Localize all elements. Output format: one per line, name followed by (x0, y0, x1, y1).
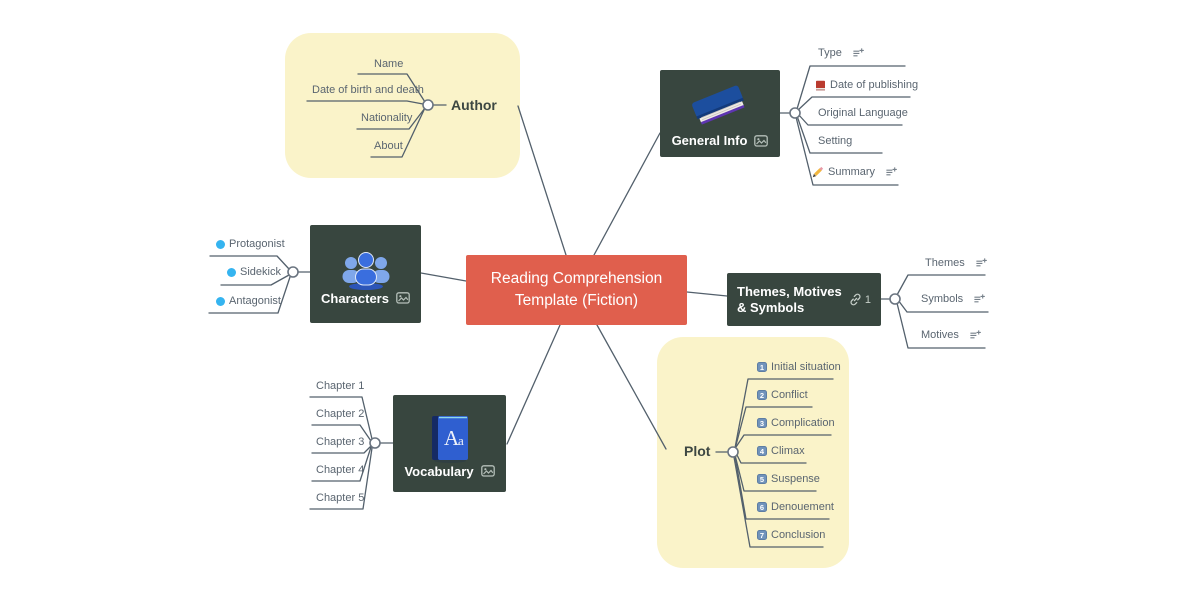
subtopic-type[interactable]: Type (818, 45, 864, 61)
svg-text:A: A (444, 426, 460, 450)
subtopic-chapter-2[interactable]: Chapter 2 (316, 408, 365, 420)
add-note-icon[interactable] (852, 47, 864, 59)
junction-general-info[interactable] (789, 107, 801, 119)
blue-dot (216, 296, 225, 306)
red-book-emoji (816, 80, 825, 90)
junction-author[interactable] (422, 99, 434, 111)
line-root-general-info (593, 132, 661, 256)
blue-book-image (692, 85, 745, 125)
line-root-vocabulary (506, 324, 561, 445)
number-badge: 7 (757, 530, 767, 540)
junction-plot[interactable] (727, 446, 739, 458)
subtopic-date-of-birth-and-death[interactable]: Date of birth and death (312, 84, 424, 96)
subtopic-motives[interactable]: Motives (921, 327, 981, 343)
subtopic-setting[interactable]: Setting (818, 135, 853, 147)
subtopic-chapter-5[interactable]: Chapter 5 (316, 492, 365, 504)
branch-characters[interactable]: Characters (310, 225, 421, 323)
subtopic-original-language[interactable]: Original Language (818, 107, 908, 119)
subtopic-themes[interactable]: Themes (925, 255, 987, 271)
line-root-characters (420, 272, 467, 282)
blue-dot (227, 267, 236, 277)
root-topic[interactable]: Reading Comprehension Template (Fiction) (466, 255, 687, 325)
svg-text:a: a (458, 433, 464, 448)
add-note-icon[interactable] (969, 329, 981, 341)
number-badge: 6 (757, 502, 767, 512)
subtopic-date-of-publishing[interactable]: Date of publishing (815, 77, 918, 93)
branch-author[interactable]: Author (451, 97, 497, 113)
number-badge: 3 (757, 418, 767, 428)
branch-vocabulary[interactable]: A a Vocabulary (393, 395, 506, 492)
dictionary-image: A a (431, 415, 468, 463)
subtopic-sidekick[interactable]: Sidekick (227, 264, 281, 280)
root-topic-label: Reading Comprehension Template (Fiction) (490, 270, 663, 309)
line-root-author (517, 105, 567, 256)
subtopic-name[interactable]: Name (374, 58, 404, 70)
pencil-emoji (812, 166, 824, 178)
line-root-plot (596, 324, 667, 450)
subtopic-chapter-4[interactable]: Chapter 4 (316, 464, 365, 476)
link-count: 1 (864, 293, 871, 306)
plot-boundary (657, 337, 849, 568)
blue-dot (216, 239, 225, 249)
image-attachment-icon[interactable] (754, 134, 769, 147)
branch-plot[interactable]: Plot (684, 443, 711, 459)
branch-vocabulary-label: Vocabulary (404, 463, 474, 479)
subtopic-chapter-3[interactable]: Chapter 3 (316, 436, 365, 448)
link-badge[interactable]: 1 (849, 293, 871, 306)
line-root-themes (686, 291, 728, 297)
branch-themes[interactable]: Themes, Motives & Symbols 1 (727, 273, 881, 326)
branch-themes-label: Themes, Motives & Symbols (737, 283, 842, 315)
link-icon (850, 293, 861, 306)
number-badge: 2 (757, 390, 767, 400)
add-note-icon[interactable] (975, 257, 987, 269)
add-note-icon[interactable] (885, 166, 897, 178)
subtopic-summary[interactable]: Summary (812, 164, 897, 180)
subtopic-symbols[interactable]: Symbols (921, 291, 986, 307)
subtopic-antagonist[interactable]: Antagonist (216, 293, 281, 309)
image-attachment-icon[interactable] (396, 292, 410, 304)
junction-vocabulary[interactable] (369, 437, 381, 449)
junction-characters[interactable] (287, 266, 299, 278)
junction-themes[interactable] (889, 293, 901, 305)
subtopic-nationality[interactable]: Nationality (361, 112, 413, 124)
number-badge: 1 (757, 362, 767, 372)
people-image (342, 251, 389, 290)
branch-general-info[interactable]: General Info (660, 70, 780, 157)
number-badge: 4 (757, 446, 767, 456)
number-badge: 5 (757, 474, 767, 484)
subtopic-about[interactable]: About (374, 140, 403, 152)
subtopic-chapter-1[interactable]: Chapter 1 (316, 380, 365, 392)
branch-general-info-label: General Info (671, 133, 748, 148)
branch-characters-label: Characters (321, 290, 389, 306)
subtopic-protagonist[interactable]: Protagonist (216, 236, 285, 252)
author-boundary (285, 33, 520, 178)
image-attachment-icon[interactable] (480, 465, 495, 477)
add-note-icon[interactable] (973, 293, 986, 305)
